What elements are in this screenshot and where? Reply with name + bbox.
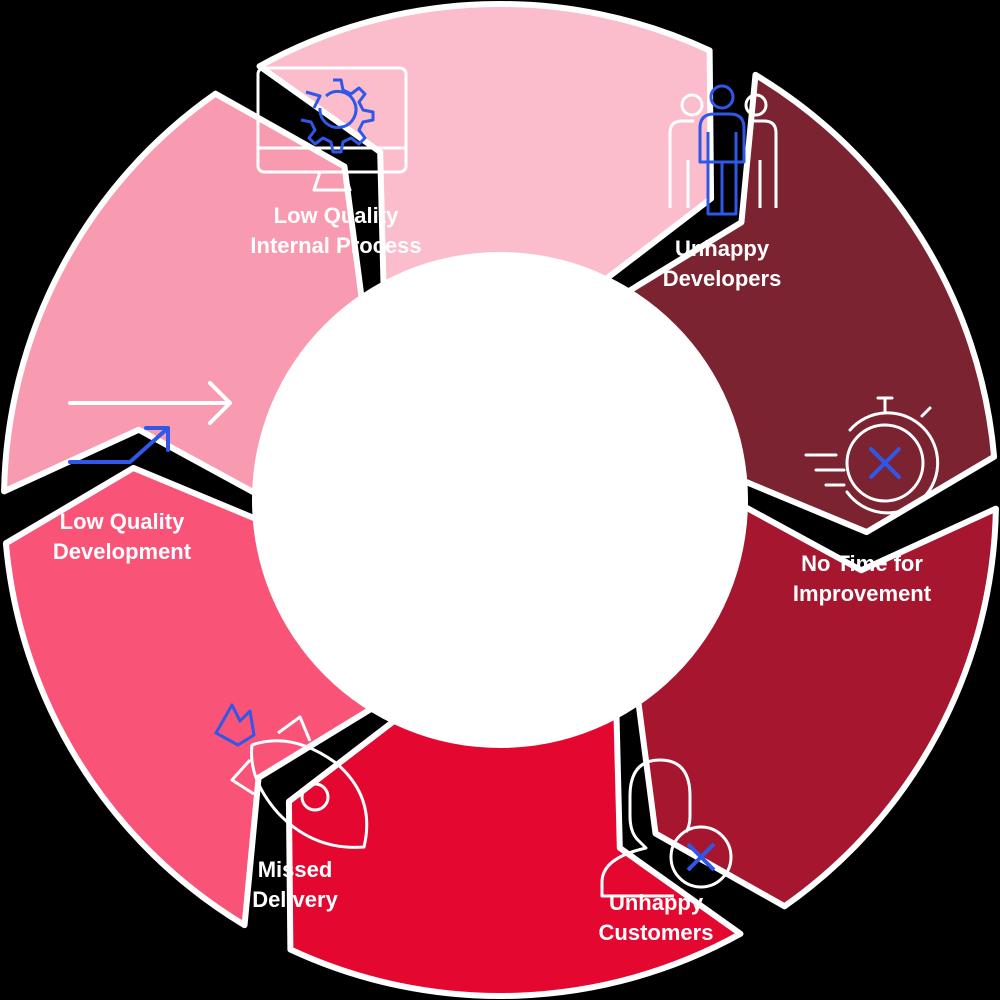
user-cancel-icon <box>600 758 733 898</box>
label-unhappy-customers: Unhappy Customers <box>598 890 714 945</box>
label-missed-delivery: Missed Delivery <box>252 857 338 912</box>
falling-rocket-icon <box>214 703 369 849</box>
label-no-time-for-improvement: No Time for Improvement <box>792 551 932 606</box>
label-unhappy-developers: Unhappy Developers <box>662 236 782 291</box>
center-hole <box>252 252 748 748</box>
arrows-icon <box>68 381 232 464</box>
label-low-quality-internal-process: Low Quality Internal Process <box>250 203 422 258</box>
stopwatch-cancel-icon <box>804 396 940 515</box>
team-icon <box>668 84 778 216</box>
label-low-quality-development: Low Quality Development <box>52 509 192 564</box>
monitor-gear-icon <box>256 66 408 192</box>
